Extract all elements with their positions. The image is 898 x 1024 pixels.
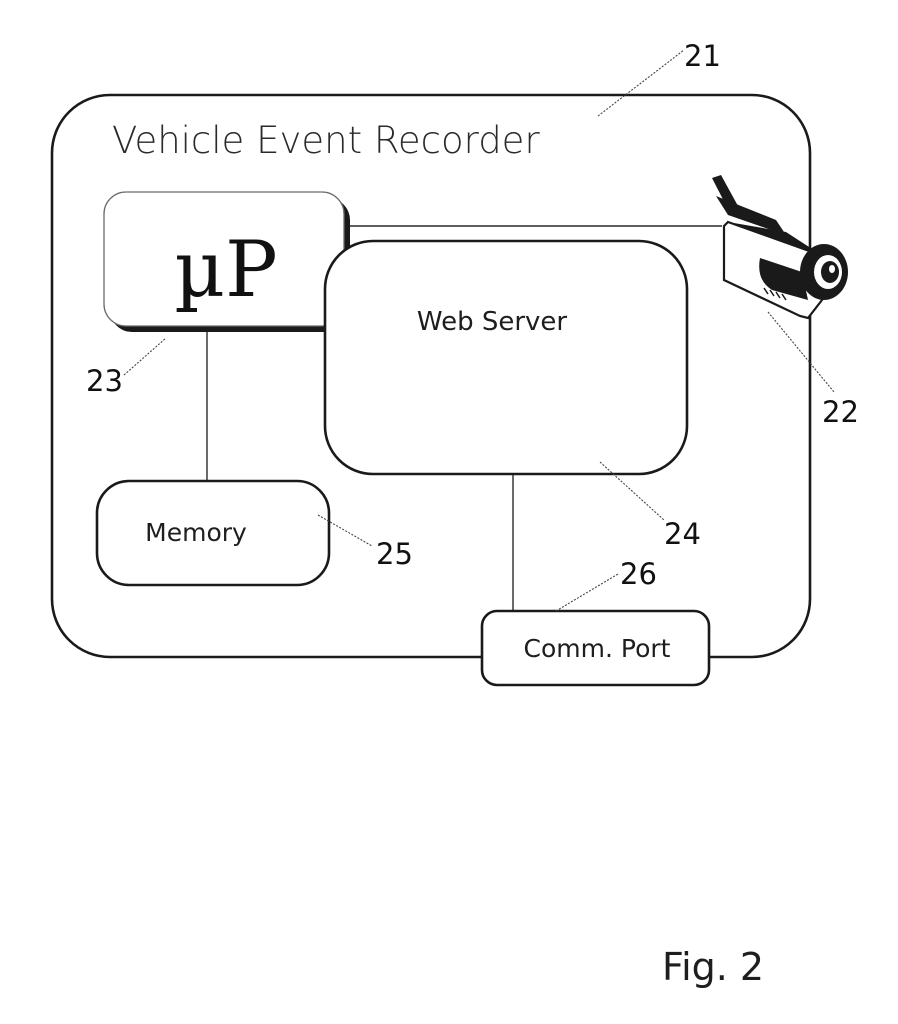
processor-label: µP	[174, 225, 277, 315]
web-server-box	[325, 241, 687, 474]
ref-23: 23	[86, 364, 123, 398]
vehicle-event-recorder-title: Vehicle Event Recorder	[112, 119, 540, 162]
figure-label: Fig. 2	[662, 945, 764, 989]
comm-port-label: Comm. Port	[524, 634, 671, 663]
ref-25: 25	[376, 537, 413, 571]
web-server-label: Web Server	[417, 307, 568, 337]
memory-label: Memory	[145, 518, 247, 547]
ref-21: 21	[684, 39, 721, 73]
ref-26: 26	[620, 557, 657, 591]
ref-22: 22	[822, 395, 859, 429]
ref-24: 24	[664, 517, 701, 551]
